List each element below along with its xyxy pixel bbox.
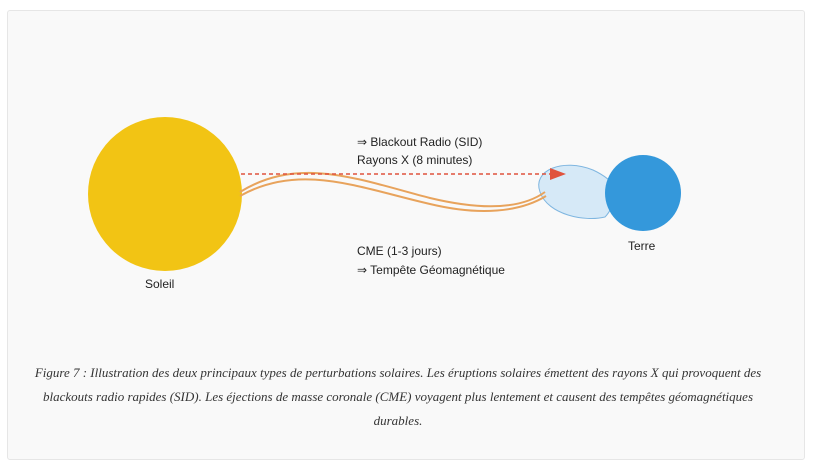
xray-travel-label: Rayons X (8 minutes) [357,153,473,167]
cme-storm-label: ⇒ Tempête Géomagnétique [357,263,505,277]
xray-blackout-label: ⇒ Blackout Radio (SID) [357,135,483,149]
cme-stream-2 [239,178,547,212]
sun-disc [88,117,242,271]
cme-travel-label: CME (1-3 jours) [357,244,442,258]
cme-stream-1 [239,171,546,208]
sun-label: Soleil [145,277,175,291]
earth-disc [605,155,681,231]
earth-label: Terre [628,239,656,253]
xray-arrowhead-icon [550,168,566,180]
figure-caption: Figure 7 : Illustration des deux princip… [34,365,762,428]
